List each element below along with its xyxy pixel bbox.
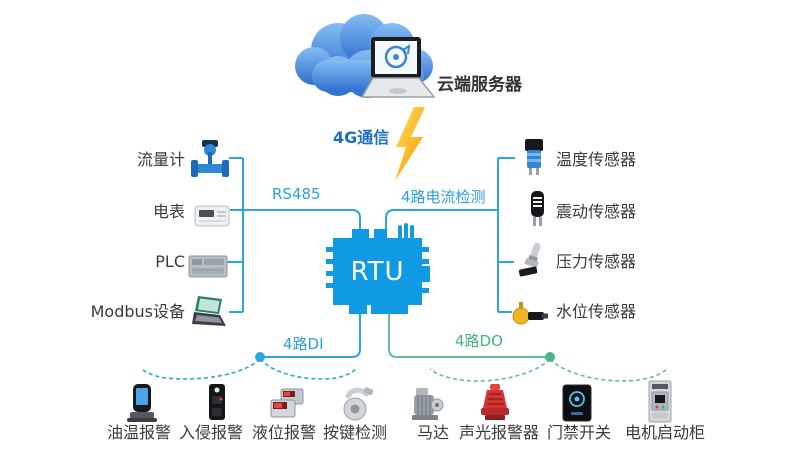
intrusion-alarm-label: 入侵报警 xyxy=(178,423,243,442)
oil-temp-alarm-icon xyxy=(122,382,162,426)
access-switch-icon xyxy=(557,382,597,426)
access-switch-label: 门禁开关 xyxy=(546,423,611,442)
do-junction-dot xyxy=(545,352,555,362)
laptop-icon xyxy=(360,37,436,98)
flow-meter-label: 流量计 xyxy=(136,150,185,169)
modbus-device-icon xyxy=(190,292,230,336)
water-level-sensor-icon xyxy=(510,294,550,338)
vibration-sensor-label: 震动传感器 xyxy=(556,202,637,221)
do-label: 4路DO xyxy=(455,332,503,350)
temperature-sensor-label: 温度传感器 xyxy=(556,150,637,169)
intrusion-alarm-icon xyxy=(197,382,237,426)
rs485-label: RS485 xyxy=(272,185,321,203)
current-bus-lines xyxy=(385,157,515,313)
di-junction-dot xyxy=(255,352,265,362)
plc-icon xyxy=(188,244,228,288)
do-lines xyxy=(388,314,668,382)
rtu-device-shape xyxy=(326,223,430,314)
flow-meter-icon xyxy=(190,138,230,182)
modbus-device-label: Modbus设备 xyxy=(90,302,185,321)
level-alarm-icon xyxy=(267,384,307,428)
oil-temp-alarm-label: 油温报警 xyxy=(106,423,171,442)
key-detect-icon xyxy=(338,382,378,426)
lightning-icon xyxy=(395,107,425,181)
level-alarm-label: 液位报警 xyxy=(251,423,316,442)
vibration-sensor-icon xyxy=(518,188,558,232)
motor-label: 马达 xyxy=(416,423,449,442)
rs485-bus-lines xyxy=(227,157,361,313)
di-lines xyxy=(141,314,361,380)
electric-meter-label: 电表 xyxy=(152,202,185,221)
cloud-icon xyxy=(295,14,436,98)
motor-starter-label: 电机启动柜 xyxy=(624,423,705,442)
plc-label: PLC xyxy=(155,252,185,271)
electric-meter-icon xyxy=(192,192,232,236)
motor-icon xyxy=(408,384,448,428)
pressure-sensor-label: 压力传感器 xyxy=(556,252,637,271)
rtu-label: RTU xyxy=(350,256,405,287)
sound-light-alarm-label: 声光报警器 xyxy=(458,423,539,442)
di-label: 4路DI xyxy=(283,335,324,353)
wireless-4g-label: 4G通信 xyxy=(333,128,390,147)
sound-light-alarm-icon xyxy=(475,382,515,426)
cloud-server-label: 云端服务器 xyxy=(437,75,522,95)
temperature-sensor-icon xyxy=(514,136,554,180)
water-level-sensor-label: 水位传感器 xyxy=(556,302,637,321)
key-detect-label: 按键检测 xyxy=(322,423,387,442)
current-detect-label: 4路电流检测 xyxy=(401,188,486,206)
motor-starter-icon xyxy=(640,380,680,424)
pressure-sensor-icon xyxy=(512,240,552,284)
